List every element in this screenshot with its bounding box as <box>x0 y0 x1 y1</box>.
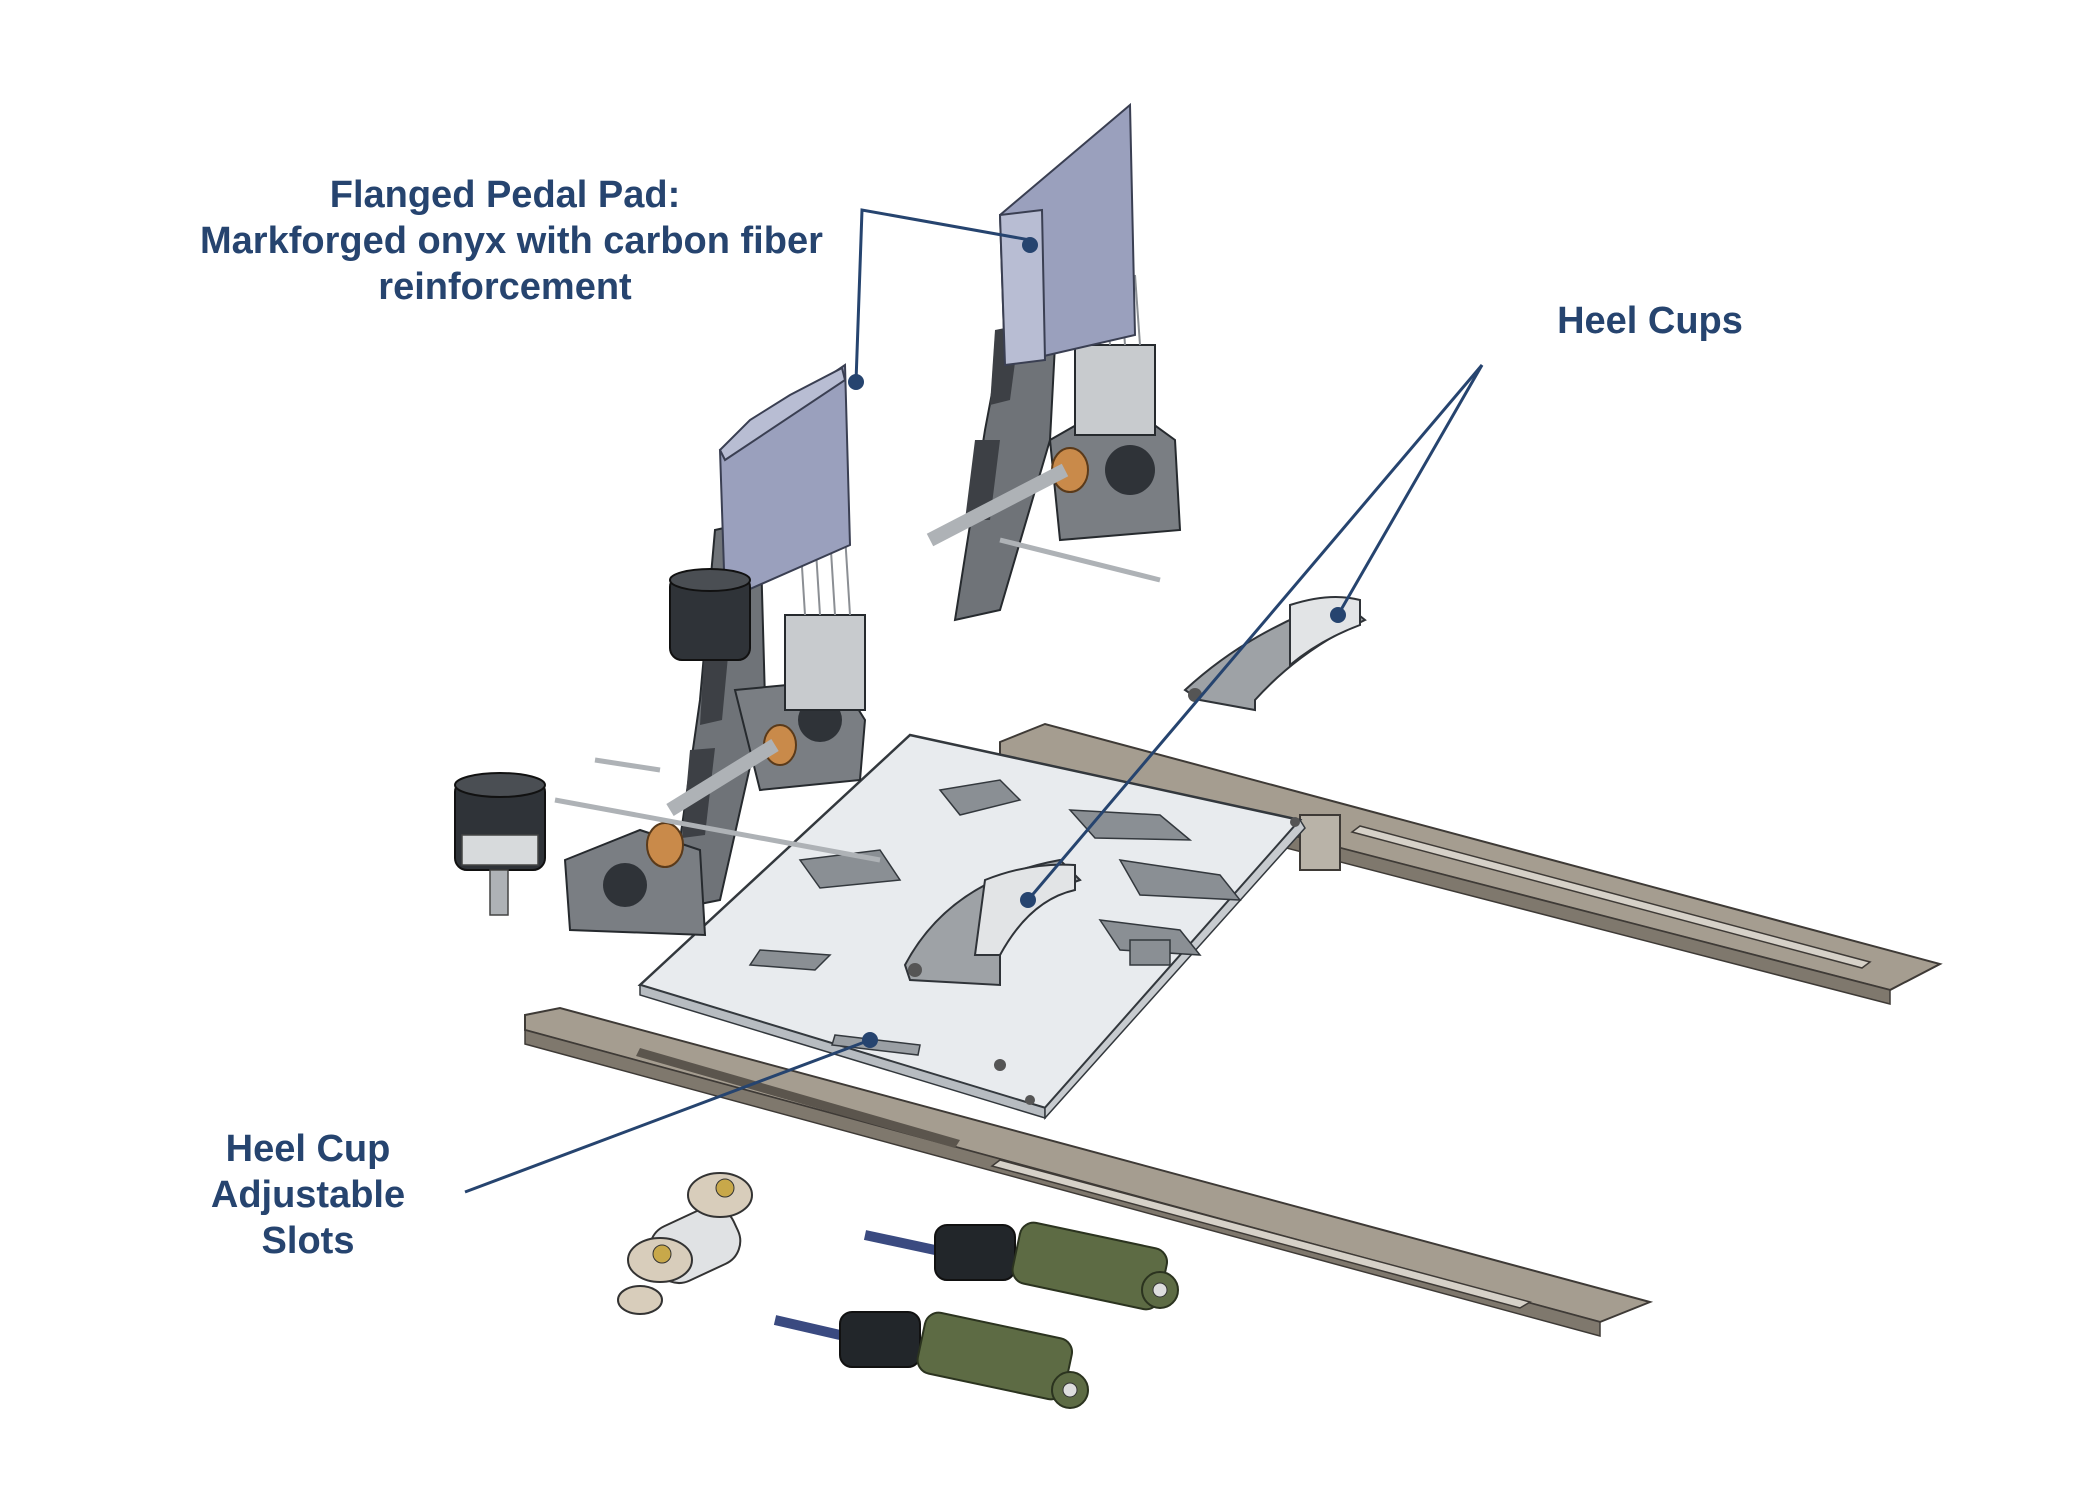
master-cylinder-upper <box>863 1221 1179 1311</box>
leader-slots <box>464 1038 871 1194</box>
callout-line: Heel Cup <box>225 1128 391 1170</box>
pivot-joint <box>617 1172 753 1315</box>
callout-line: Slots <box>261 1220 355 1262</box>
callout-line: Markforged onyx with carbon fiber <box>200 220 823 262</box>
callout-line: Heel Cups <box>1557 300 1743 342</box>
callout-line: Flanged Pedal Pad: <box>329 174 681 216</box>
left-rail <box>524 1006 1654 1337</box>
rear-pedal <box>926 102 1182 622</box>
callout-adjustable-slots: Heel Cup Adjustable Slots <box>188 1126 428 1264</box>
leader-heel-cup-front <box>1026 364 1484 901</box>
master-cylinder-lower <box>773 1311 1089 1409</box>
fluid-reservoir-left <box>454 772 546 916</box>
callout-pedal-pad: Flanged Pedal Pad: Markforged onyx with … <box>200 172 823 310</box>
callout-line: Adjustable <box>210 1174 406 1216</box>
leader-lines <box>464 208 1484 1194</box>
fluid-reservoir-rear <box>669 568 751 661</box>
callout-line: reinforcement <box>378 266 632 308</box>
leader-dots <box>848 237 1346 1048</box>
leader-heel-cup-rear <box>1336 364 1484 616</box>
callout-heel-cups: Heel Cups <box>1540 298 1760 344</box>
